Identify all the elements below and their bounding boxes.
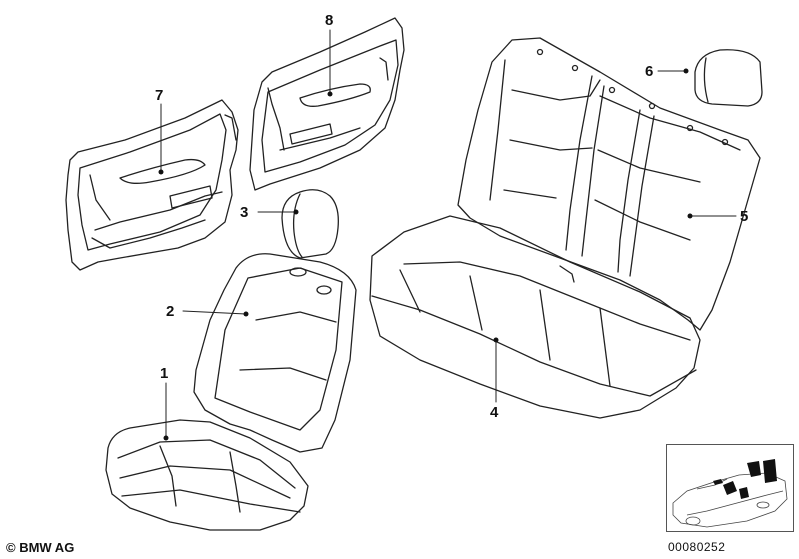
rear-headrest [694,49,763,107]
front-door-trim-panel [65,99,239,271]
front-seat-cushion [105,419,309,531]
copyright-label: © BMW AG [6,540,75,555]
callout-2: 2 [166,303,175,320]
rear-seat-backrest [457,37,761,331]
callout-4: 4 [490,404,499,421]
callout-6: 6 [645,63,654,80]
callout-5: 5 [740,208,749,225]
image-number: 00080252 [668,540,726,554]
front-headrest [281,189,339,259]
leader-dots [158,68,693,441]
callout-1: 1 [160,365,169,382]
callout-8: 8 [325,12,334,29]
callout-3: 3 [240,204,249,221]
vehicle-locator-thumbnail [666,444,794,532]
rear-seat-cushion [369,215,701,419]
car-outline-icon [672,459,788,528]
front-seat-backrest [193,253,357,453]
rear-door-trim-panel [249,17,405,191]
leader-lines [160,29,737,439]
callout-7: 7 [155,87,164,104]
